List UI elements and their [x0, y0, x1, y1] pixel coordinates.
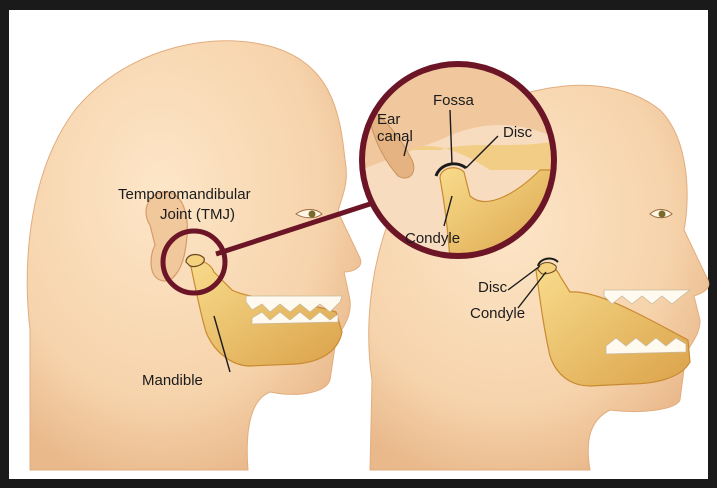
- ear-canal-label-line2: canal: [377, 128, 413, 145]
- zoom-disc-label: Disc: [503, 124, 532, 141]
- ear-canal-label-line1: Ear: [377, 111, 400, 128]
- fossa-label: Fossa: [433, 92, 474, 109]
- mandible-label: Mandible: [142, 372, 203, 389]
- tmj-label-line1: Temporomandibular: [118, 186, 251, 203]
- right-condyle-label: Condyle: [470, 305, 525, 322]
- right-disc-label: Disc: [478, 279, 507, 296]
- left-condyle: [186, 255, 204, 267]
- tmj-label-line2: Joint (TMJ): [160, 206, 235, 223]
- left-head: [27, 41, 361, 470]
- zoom-condyle-label: Condyle: [405, 230, 460, 247]
